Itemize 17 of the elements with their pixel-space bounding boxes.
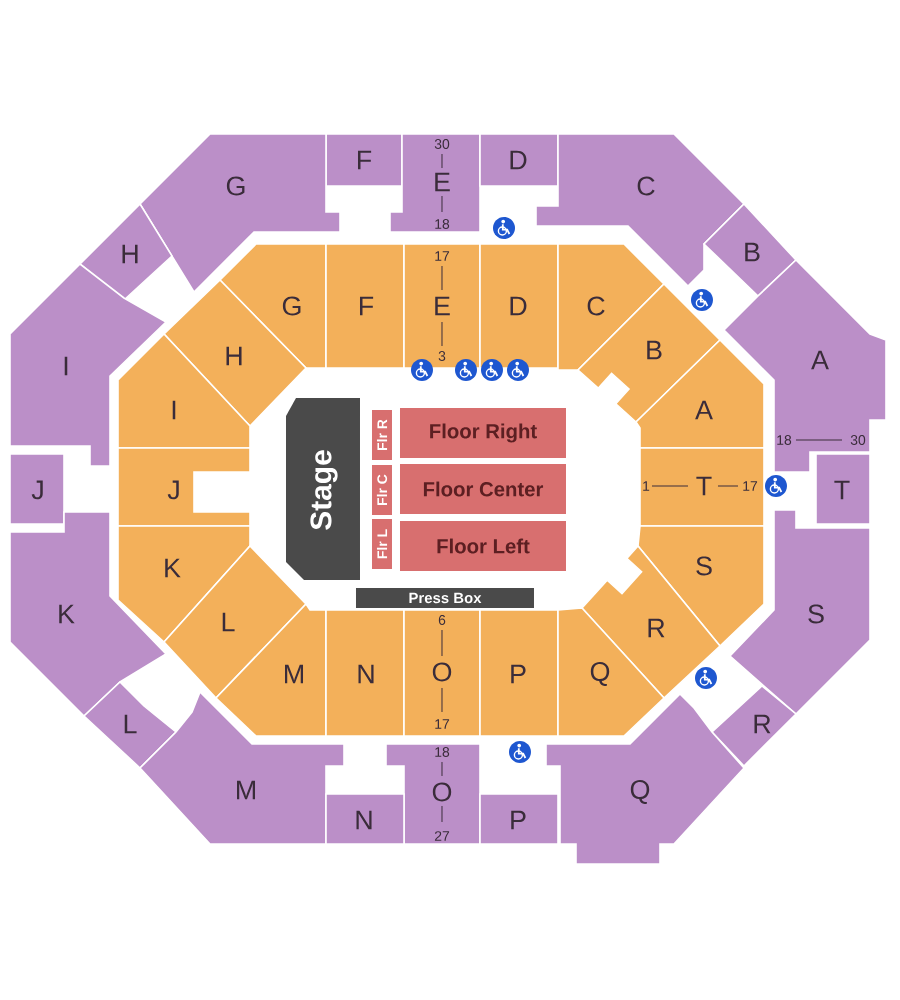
seating-section: Q [545,692,746,865]
seating-section: J [9,453,65,525]
seating-section: T [815,453,871,525]
seating-section: N [325,609,405,737]
seating-section: P [479,793,559,845]
seating-section: D [479,133,559,187]
stage: Stage [286,398,360,580]
seating-section: F [325,243,405,369]
seating-section: D [479,243,559,369]
floor-section: Floor Left [400,521,566,571]
seating-section: N [325,793,405,845]
seating-section: P [479,609,559,737]
seating-section: F [325,133,403,187]
seating-section: S [728,509,871,716]
seating-section: J [117,447,251,527]
floor-section: Floor Center [400,464,566,514]
floor-section: Floor Right [400,408,566,458]
